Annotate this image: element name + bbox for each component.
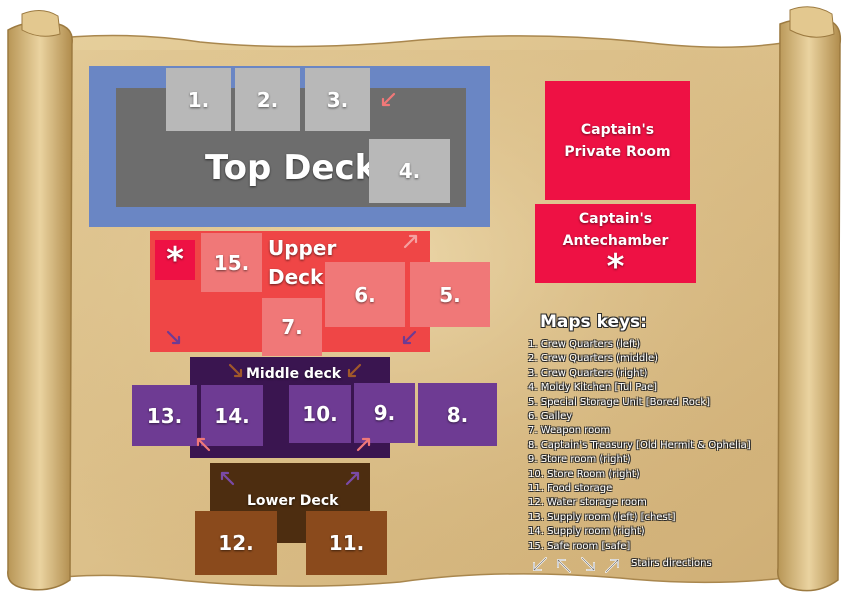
legend-item: 12. Water storage room bbox=[528, 497, 647, 509]
legend-item: 9. Store room (right) bbox=[528, 454, 631, 466]
legend-item: 4. Moldy Kitchen [Tul Pae] bbox=[528, 382, 657, 394]
room-8[interactable]: 8. bbox=[418, 383, 497, 446]
legend-item: 15. Safe room [safe] bbox=[528, 540, 631, 552]
legend-item: 5. Special Storage Unit [Bored Rock] bbox=[528, 396, 711, 408]
middle-deck-label: Middle deck bbox=[246, 366, 342, 382]
stairs-arrow-icon bbox=[220, 471, 235, 486]
room-13[interactable]: 13. bbox=[132, 385, 197, 446]
stairs-arrow-icon bbox=[381, 92, 396, 107]
legend-item: 1. Crew Quarters (left) bbox=[528, 339, 641, 350]
room-6[interactable]: 6. bbox=[325, 262, 405, 327]
upper-deck-label-line1: Upper bbox=[268, 236, 337, 260]
captains-private-room-line2: Private Room bbox=[564, 143, 671, 160]
room-11[interactable]: 11. bbox=[306, 511, 387, 575]
stairs-arrow-icon bbox=[166, 330, 181, 345]
upper-deck-label-line2: Deck bbox=[268, 265, 324, 289]
stairs-arrow-icon bbox=[356, 437, 371, 452]
asterisk-icon: * bbox=[606, 247, 625, 287]
stairs-arrow-icon bbox=[196, 437, 211, 452]
stairs-arrow-icon bbox=[228, 363, 243, 378]
captains-private-room-line1: Captain's bbox=[580, 121, 655, 138]
stairs-arrow-icon bbox=[403, 234, 418, 249]
stairs-arrow-icon bbox=[347, 363, 362, 378]
room-14[interactable]: 14. bbox=[201, 385, 263, 446]
legend-item: 10. Store Room (right) bbox=[528, 468, 640, 480]
stairs-directions-arrows-icon bbox=[533, 557, 619, 573]
legend-title: Maps keys: bbox=[540, 312, 647, 332]
room-2[interactable]: 2. bbox=[235, 68, 300, 131]
room-5[interactable]: 5. bbox=[410, 262, 490, 327]
room-4[interactable]: 4. bbox=[369, 139, 450, 203]
captains-antechamber[interactable]: Captain's Antechamber * bbox=[535, 204, 696, 287]
captains-private-room[interactable]: Captain's Private Room bbox=[545, 81, 690, 200]
captains-antechamber-line2: Antechamber bbox=[562, 233, 669, 249]
top-deck-label: Top Deck bbox=[205, 148, 378, 188]
asterisk-icon: * bbox=[166, 240, 184, 280]
room-7[interactable]: 7. bbox=[262, 298, 322, 356]
captains-antechamber-line1: Captain's bbox=[578, 211, 653, 227]
legend-item: 13. Supply room (left) [chest] bbox=[528, 511, 676, 523]
stairs-directions-label: Stairs directions bbox=[631, 558, 712, 569]
legend-item: 14. Supply room (right) bbox=[528, 526, 645, 538]
stairs-arrow-icon bbox=[345, 471, 360, 486]
room-10[interactable]: 10. bbox=[289, 385, 351, 443]
legend-item: 3. Crew Quarters (right) bbox=[528, 367, 648, 379]
room-12[interactable]: 12. bbox=[195, 511, 277, 575]
legend-item: 11. Food storage bbox=[528, 483, 613, 495]
legend-item: 6. Galley bbox=[528, 411, 573, 423]
legend-item: 2. Crew Quarters (middle) bbox=[528, 353, 659, 365]
room-3[interactable]: 3. bbox=[305, 68, 370, 131]
lower-deck-label: Lower Deck bbox=[247, 493, 339, 509]
safe-marker-upper[interactable]: * bbox=[155, 240, 195, 280]
room-15[interactable]: 15. bbox=[201, 233, 262, 292]
legend-item: 7. Weapon room bbox=[528, 425, 611, 437]
stairs-arrow-icon bbox=[402, 330, 417, 345]
room-9[interactable]: 9. bbox=[354, 383, 415, 443]
legend-list: 1. Crew Quarters (left) 2. Crew Quarters… bbox=[528, 338, 751, 554]
legend-item: 8. Captain's Treasury [Old Hermit & Ophe… bbox=[528, 439, 751, 451]
room-1[interactable]: 1. bbox=[166, 68, 231, 131]
